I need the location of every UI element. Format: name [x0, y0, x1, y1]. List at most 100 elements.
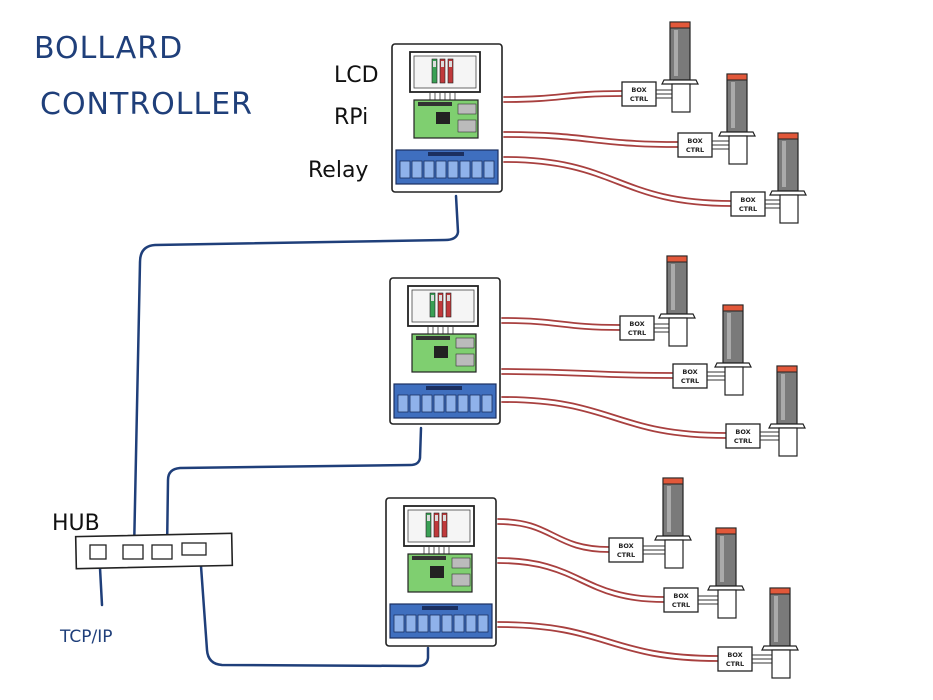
bollard [661, 21, 699, 113]
relay-channel-7 [469, 394, 481, 413]
rpi-board [413, 99, 479, 139]
rpi-ethernet-port [455, 353, 475, 367]
relay-channel-6 [457, 394, 469, 413]
control-wire-2 [497, 626, 719, 662]
label-hub: HUB [52, 511, 100, 536]
relay-header [428, 152, 464, 156]
lcd-indicator-knob-1 [427, 515, 430, 521]
hub-port-1 [89, 544, 107, 560]
relay-channel-2 [411, 160, 423, 179]
control-wire-2 [497, 523, 610, 553]
relay-channel-3 [423, 160, 435, 179]
relay-channel-4 [429, 614, 441, 633]
control-wire-2 [503, 136, 679, 148]
bollard [718, 73, 756, 165]
network-cable-2 [165, 426, 423, 554]
bollard-post [722, 304, 744, 364]
box-ctrl-label-1: BOX [629, 320, 644, 328]
relay-channel-6 [453, 614, 465, 633]
lcd-indicator-1 [425, 512, 432, 538]
bollard [654, 477, 692, 569]
bollard-light [722, 304, 744, 312]
relay-board [395, 149, 499, 185]
lcd-indicator-3 [447, 58, 454, 84]
box-ctrl-label-2: CTRL [628, 329, 646, 337]
bollard-light [669, 21, 691, 29]
box-ctrl-label-2: CTRL [726, 660, 744, 668]
label-relay: Relay [308, 158, 368, 183]
bollard-base [778, 427, 798, 457]
bollard-base [671, 83, 691, 113]
control-wire-1 [501, 396, 727, 434]
box-ctrl [725, 423, 761, 449]
bollard-base [728, 135, 748, 165]
gpio-ribbon [429, 92, 456, 100]
box-ctrl-label-2: CTRL [734, 437, 752, 445]
bollard-highlight [720, 536, 724, 582]
bollard-collar [761, 645, 799, 651]
rpi-ethernet-port [451, 573, 471, 587]
bollard-light [666, 255, 688, 263]
bollard-highlight [671, 264, 675, 310]
bollard-post [726, 73, 748, 133]
relay-channel-2 [409, 394, 421, 413]
bollard [707, 527, 745, 619]
bollard-light [726, 73, 748, 81]
bollard-post [777, 132, 799, 192]
bollard-highlight [731, 82, 735, 128]
lcd-indicator-3 [441, 512, 448, 538]
control-wire-1 [503, 156, 732, 202]
bollard-collar [661, 79, 699, 85]
box-ctrl-label-1: BOX [682, 368, 697, 376]
control-wire-1 [497, 621, 719, 657]
bollard-collar [714, 362, 752, 368]
bollard-collar [707, 585, 745, 591]
hub [74, 532, 234, 570]
rpi-usb-port [451, 557, 471, 569]
lcd-indicator-knob-2 [439, 295, 442, 301]
relay-board [389, 603, 493, 639]
label-tcpip: TCP/IP [59, 627, 113, 647]
control-wire-1 [501, 368, 674, 374]
control-wire-1 [503, 131, 679, 143]
title-line-2: CONTROLLER [40, 87, 253, 122]
lcd-indicator-1 [431, 58, 438, 84]
control-wire-2 [497, 562, 665, 603]
network-cable-3 [198, 550, 430, 668]
box-ctrl [619, 315, 655, 341]
rpi-usb-port [455, 337, 475, 349]
box-ctrl-label-2: CTRL [681, 377, 699, 385]
bollard-light [769, 587, 791, 595]
bollard-post [662, 477, 684, 537]
hub-port-4 [181, 542, 207, 556]
lcd-indicator-knob-2 [435, 515, 438, 521]
gpio-ribbon [427, 326, 454, 334]
control-wire-2 [501, 373, 674, 379]
bollard-collar [718, 131, 756, 137]
rpi-gpio-header [412, 556, 446, 560]
relay-channel-5 [445, 394, 457, 413]
box-ctrl [621, 81, 657, 107]
relay-channel-8 [481, 394, 493, 413]
bollard [761, 587, 799, 679]
control-wire-2 [501, 322, 621, 331]
bollard-post [666, 255, 688, 315]
rpi-cpu [430, 566, 444, 578]
relay-channel-7 [471, 160, 483, 179]
bollard-collar [654, 535, 692, 541]
bollard-collar [769, 190, 807, 196]
box-ctrl-label-2: CTRL [686, 146, 704, 154]
bollard-post [669, 21, 691, 81]
box-ctrl [717, 646, 753, 672]
bollard-base [668, 317, 688, 347]
box-ctrl-label-2: CTRL [630, 95, 648, 103]
